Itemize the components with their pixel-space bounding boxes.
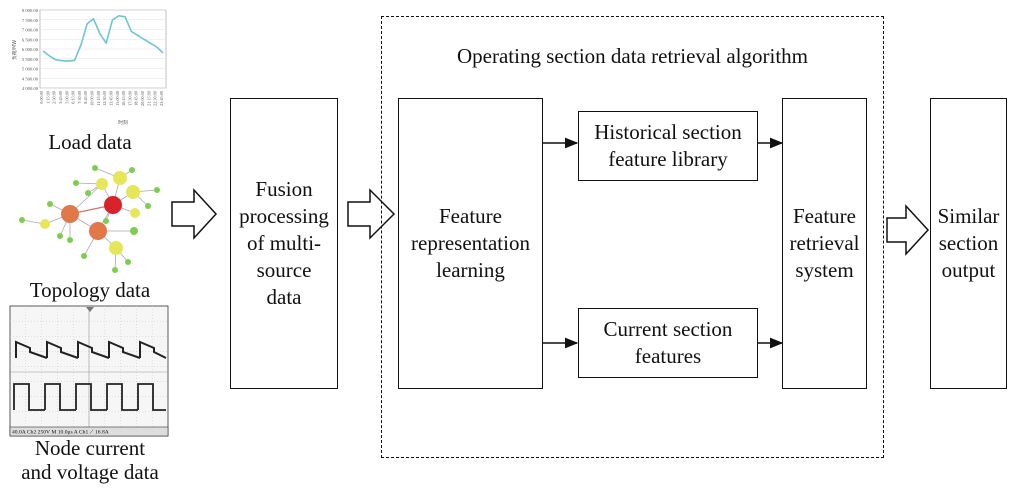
feature-representation-learning-label: Feature representation learning [411, 204, 530, 282]
hollow-arrow-1 [171, 188, 218, 240]
similar-section-output-label: Similar section output [937, 204, 1000, 282]
historical-section-feature-library-label: Historical section feature library [594, 120, 742, 171]
current-section-features-label: Current section features [603, 317, 733, 368]
feature-representation-learning-box: Feature representation learning [398, 98, 543, 389]
retrieval-algorithm-title: Operating section data retrieval algorit… [456, 44, 809, 68]
similar-section-output-box: Similar section output [930, 98, 1007, 389]
feature-retrieval-system-box: Feature retrieval system [782, 98, 867, 389]
load-data-label: Load data [48, 130, 132, 154]
hollow-arrow-2 [347, 188, 396, 240]
historical-section-feature-library-box: Historical section feature library [578, 111, 758, 181]
retrieval-algorithm-container [381, 16, 884, 458]
fusion-processing-label: Fusion processing of multi- source data [239, 177, 329, 309]
fusion-processing-box: Fusion processing of multi- source data [230, 98, 338, 389]
feature-retrieval-system-label: Feature retrieval system [789, 204, 860, 282]
node-data-label: Node current and voltage data [21, 436, 159, 484]
current-section-features-box: Current section features [578, 308, 758, 378]
hollow-arrow-3 [886, 204, 930, 256]
topology-data-label: Topology data [29, 278, 151, 302]
